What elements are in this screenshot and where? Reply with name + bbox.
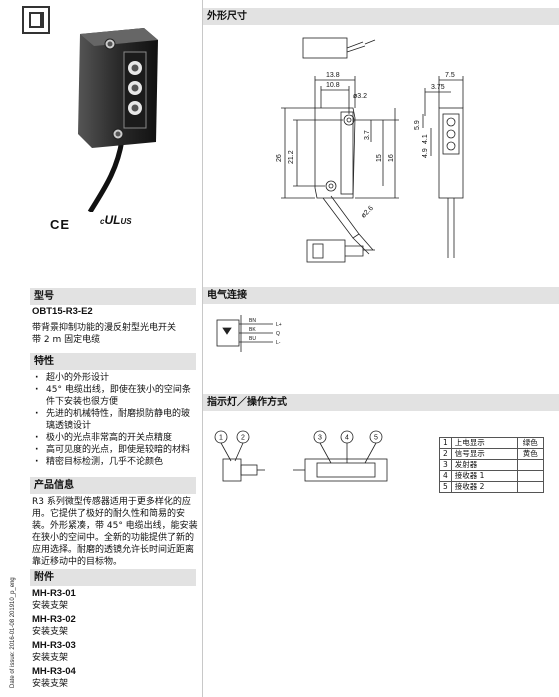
svg-text:L-: L-	[276, 340, 281, 346]
accessory-desc: 安装支架	[32, 627, 69, 637]
feature-item: 精密目标检测，几乎不论颜色	[32, 456, 196, 468]
svg-text:10.8: 10.8	[326, 82, 340, 89]
svg-text:13.8: 13.8	[326, 72, 340, 79]
svg-text:2: 2	[241, 435, 245, 442]
accessory-code: MH-R3-01	[32, 588, 76, 599]
section-header-indicators: 指示灯／操作方式	[203, 394, 559, 411]
accessory-desc: 安装支架	[32, 653, 69, 663]
ul-mark: cULUS	[100, 213, 132, 227]
accessory-code: MH-R3-03	[32, 640, 76, 651]
svg-text:21.2: 21.2	[288, 150, 295, 164]
svg-text:ø2.6: ø2.6	[360, 205, 375, 220]
svg-text:BK: BK	[249, 327, 256, 333]
svg-text:5: 5	[374, 435, 378, 442]
svg-text:26: 26	[276, 154, 283, 162]
product-info-text: R3 系列微型传感器适用于更多样化的应 用。它提供了极好的耐久性和简易的安 装。…	[32, 497, 198, 567]
svg-text:4: 4	[345, 435, 349, 442]
section-header-features: 特性	[30, 353, 196, 370]
svg-text:4.1: 4.1	[422, 134, 429, 144]
accessory-list: MH-R3-01 安装支架 MH-R3-02 安装支架 MH-R3-03 安装支…	[32, 588, 192, 690]
accessory-desc: 安装支架	[32, 679, 69, 689]
model-desc-1: 带背景抑制功能的漫反射型光电开关	[32, 323, 177, 333]
wiring-diagram: BN BK BU L+ Q L-	[216, 315, 282, 352]
svg-text:4.9: 4.9	[422, 148, 429, 158]
feature-item: 超小的外形设计	[32, 372, 196, 384]
svg-text:BU: BU	[249, 336, 256, 342]
dimension-drawing: 13.8 10.8 ø3.2 26 21.2 3.7 15 16 ø2.6 7.…	[276, 37, 464, 263]
svg-text:7.5: 7.5	[445, 72, 455, 79]
left-column: CE cULUS 型号 OBT15-R3-E2 带背景抑制功能的漫反射型光电开关…	[22, 0, 198, 697]
svg-text:1: 1	[219, 435, 223, 442]
accessory-code: MH-R3-02	[32, 614, 76, 625]
svg-text:15: 15	[376, 154, 383, 162]
svg-text:5.9: 5.9	[414, 120, 421, 130]
section-header-accessories: 附件	[30, 569, 196, 586]
sensor-photo	[78, 28, 158, 212]
svg-text:16: 16	[388, 154, 395, 162]
accessory-desc: 安装支架	[32, 601, 69, 611]
svg-text:Q: Q	[276, 331, 280, 337]
model-code: OBT15-R3-E2	[32, 306, 93, 317]
brand-logo	[22, 6, 50, 34]
section-header-model: 型号	[30, 288, 196, 305]
svg-text:3.75: 3.75	[431, 84, 445, 91]
feature-item: 极小的光点非常高的开关点精度	[32, 432, 196, 444]
section-header-electrical: 电气连接	[203, 287, 559, 304]
feature-item: 高可见度的光点，即使是较暗的材料	[32, 444, 196, 456]
svg-text:3: 3	[318, 435, 322, 442]
svg-text:L+: L+	[276, 322, 282, 328]
accessory-code: MH-R3-04	[32, 666, 76, 677]
indicator-diagram: 1 2 3 4 5	[214, 430, 388, 482]
model-desc-2: 带 2 m 固定电缆	[32, 335, 101, 345]
svg-text:3.7: 3.7	[364, 130, 371, 140]
section-header-product-info: 产品信息	[30, 477, 196, 494]
section-header-dimensions: 外形尺寸	[203, 8, 559, 25]
right-column: 外形尺寸	[202, 0, 559, 697]
issue-date-note: Date of issue: 2016-01-08 201910_p_eng	[10, 577, 16, 688]
ce-mark: CE	[50, 217, 71, 232]
svg-text:ø3.2: ø3.2	[353, 93, 367, 100]
svg-text:BN: BN	[249, 318, 256, 324]
